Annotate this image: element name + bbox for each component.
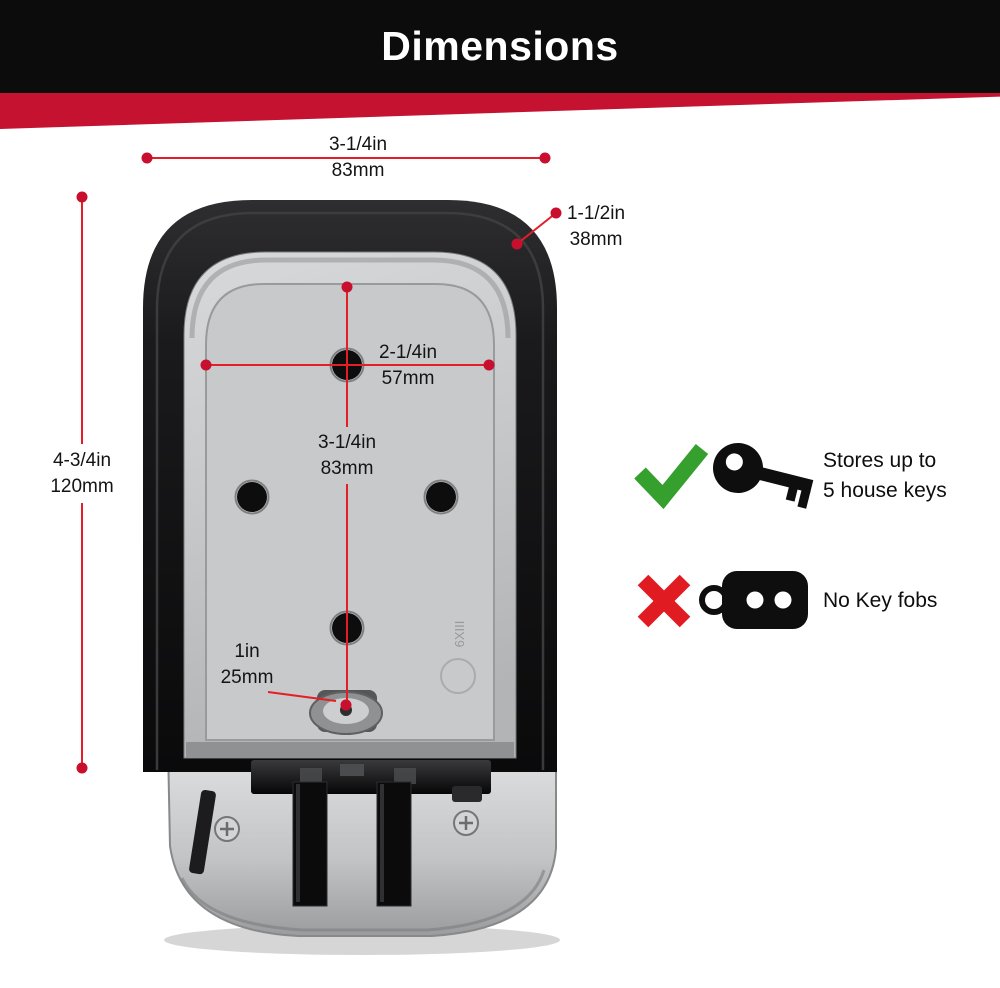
dimension-label-top-width: 3-1/4in 83mm [329, 134, 387, 181]
dimension-label-inner-width: 2-1/4in 57mm [379, 342, 437, 389]
screw [453, 810, 479, 836]
feature-line: 5 house keys [823, 479, 947, 502]
lock-box-image: 6XIII [143, 200, 560, 955]
page-title: Dimensions [381, 23, 619, 69]
dimension-top-width-line [141, 152, 551, 164]
dimension-label-inner-height: 3-1/4in 83mm [318, 432, 376, 479]
feature-no-key-fobs: No Key fobs [823, 586, 937, 616]
dimension-value-metric: 57mm [381, 368, 435, 389]
dimension-depth-line [511, 207, 562, 250]
dimension-value-inches: 3-1/4in [328, 134, 388, 155]
dimension-value-metric: 120mm [50, 476, 114, 497]
cross-icon [637, 574, 691, 628]
hinge-band [186, 742, 514, 758]
dimension-shackle-line [267, 691, 337, 702]
feature-stores-keys: Stores up to 5 house keys [823, 446, 947, 506]
key-fob-icon [699, 571, 808, 629]
dimension-value-inches: 3-1/4in [317, 432, 377, 453]
dimension-value-metric: 83mm [320, 458, 374, 479]
dimension-label-shackle: 1in 25mm [221, 641, 274, 688]
product-marking-text: 6XIII [452, 621, 467, 648]
dimension-height-line [76, 191, 88, 774]
header: Dimensions [0, 0, 1000, 93]
dimension-label-height: 4-3/4in 120mm [50, 450, 113, 497]
feature-line: No Key fobs [823, 589, 938, 612]
locking-mechanism [189, 760, 491, 907]
dimension-value-inches: 2-1/4in [378, 342, 438, 363]
feature-line: Stores up to [823, 449, 937, 472]
dimension-value-inches: 1-1/2in [566, 203, 626, 224]
screw [214, 816, 240, 842]
dimension-value-inches: 1in [234, 641, 260, 662]
key-icon [713, 443, 814, 509]
dimension-value-metric: 83mm [331, 160, 385, 181]
embossed-marking: 6XIII [440, 621, 476, 694]
dimension-value-metric: 25mm [220, 667, 274, 688]
dimension-value-metric: 38mm [569, 229, 623, 250]
check-icon [634, 443, 709, 510]
lock-box-backplate [183, 251, 517, 759]
dimension-label-depth: 1-1/2in 38mm [567, 203, 625, 250]
dimension-inner-height-line [340, 281, 353, 711]
dimension-value-inches: 4-3/4in [52, 450, 112, 471]
